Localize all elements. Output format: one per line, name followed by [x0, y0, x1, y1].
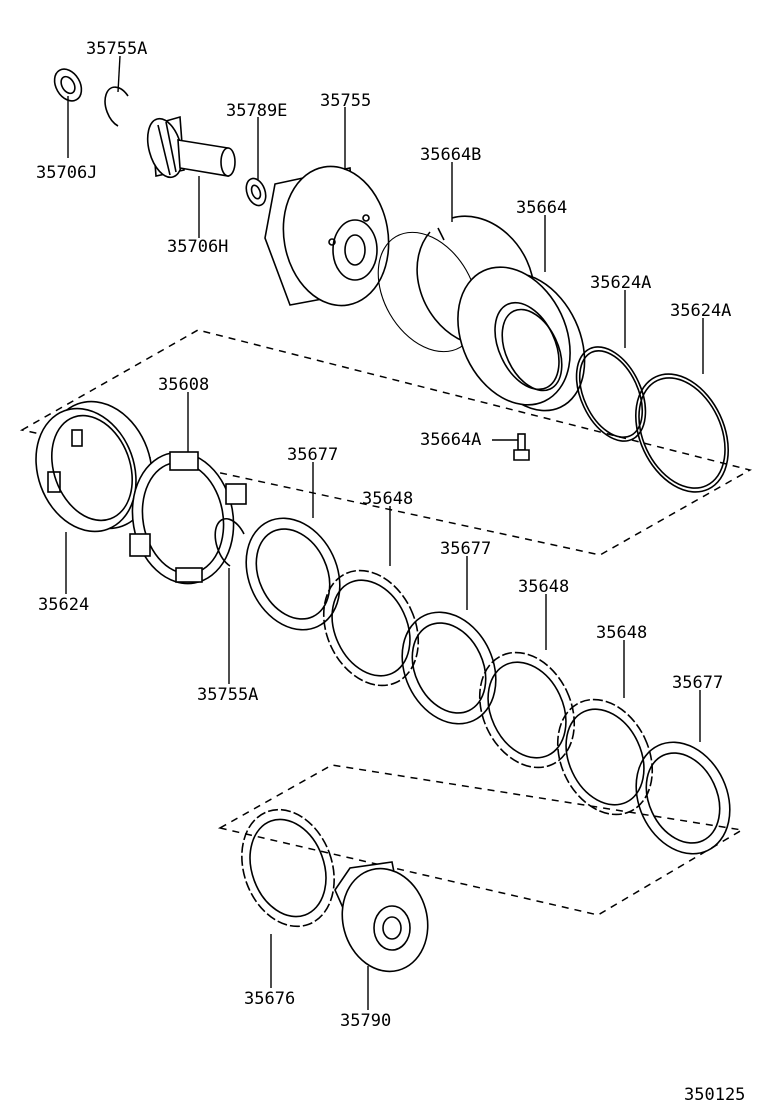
label-35676: 35676 [244, 989, 295, 1009]
plate-35677-3 [635, 741, 731, 855]
o-ring-35624A-large [634, 373, 730, 493]
disc-35676 [241, 808, 335, 928]
label-35664B: 35664B [420, 145, 481, 165]
snap-ring-35755A-mid [214, 517, 245, 567]
label-35664A: 35664A [420, 430, 481, 450]
group-outline-lower [217, 764, 745, 916]
washer-35789E [245, 177, 267, 207]
diagram-id: 350125 [684, 1085, 745, 1105]
disc-35648-2 [478, 651, 576, 769]
hub-35790 [334, 861, 429, 973]
bolt-35664A [513, 433, 530, 461]
snap-ring-35755A-top [104, 86, 129, 127]
label-35648-3: 35648 [596, 623, 647, 643]
label-35677-2: 35677 [440, 539, 491, 559]
thrust-bearing-35706J [53, 68, 83, 102]
label-35624A-1: 35624A [590, 273, 651, 293]
plate-35677-1 [245, 517, 341, 631]
label-35648-2: 35648 [518, 577, 569, 597]
label-35648-1: 35648 [362, 489, 413, 509]
plate-35677-2 [401, 611, 497, 725]
label-35755: 35755 [320, 91, 371, 111]
label-35790: 35790 [340, 1011, 391, 1031]
disc-35648-3 [556, 698, 654, 816]
label-35706H: 35706H [167, 237, 228, 257]
label-35755A-mid: 35755A [197, 685, 258, 705]
label-35624: 35624 [38, 595, 89, 615]
label-35664: 35664 [516, 198, 567, 218]
label-35755A-top: 35755A [86, 39, 147, 59]
o-ring-35624A-small [575, 346, 647, 442]
label-35677-3: 35677 [672, 673, 723, 693]
label-35789E: 35789E [226, 101, 287, 121]
label-35706J: 35706J [36, 163, 97, 183]
label-35608: 35608 [158, 375, 209, 395]
shaft-35706H [146, 115, 236, 179]
label-35624A-2: 35624A [670, 301, 731, 321]
drum-35755 [264, 165, 390, 307]
piston-35664 [457, 266, 586, 412]
group-outline-upper [19, 329, 752, 556]
disc-35648-1 [322, 569, 420, 687]
spring-retainer-35608 [129, 451, 247, 585]
cylinder-35624 [35, 400, 153, 533]
label-35677-1: 35677 [287, 445, 338, 465]
